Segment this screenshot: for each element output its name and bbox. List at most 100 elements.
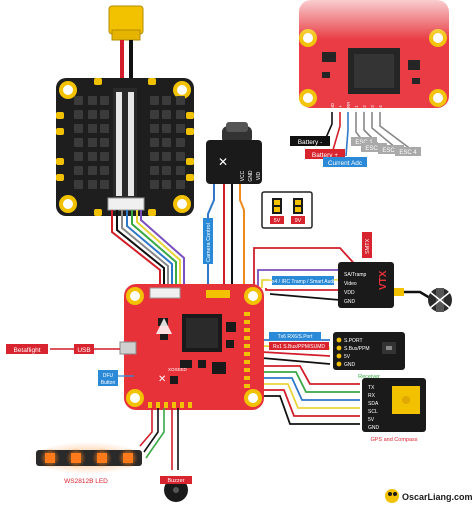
gps-pin-rx: RX	[368, 393, 376, 399]
vtx-pin-vdd: VDD	[344, 290, 355, 296]
top-right-pin-s4: S4	[378, 105, 383, 111]
mosfet-chip	[176, 110, 185, 119]
receiver-pin-sbus: S.Bus/PPM	[344, 346, 370, 352]
top-right-fc-board	[299, 0, 449, 108]
receiver-pin-gnd: GND	[344, 362, 356, 368]
mosfet-chip	[100, 96, 109, 105]
svg-text:ESC 2: ESC 2	[365, 146, 383, 152]
mosfet-chip	[176, 124, 185, 133]
mosfet-chip	[162, 124, 171, 133]
mosfet-chip	[150, 124, 159, 133]
esc4-label: ESC 4	[395, 147, 421, 156]
mosfet-chip	[74, 152, 83, 161]
vtx-header-label: Tx4 / IRC Tramp / Smart Audio	[269, 276, 337, 285]
mosfet-chip	[100, 138, 109, 147]
svg-text:Tx6 RX6/S.Port: Tx6 RX6/S.Port	[278, 334, 313, 340]
svg-text:Button: Button	[101, 380, 116, 386]
mosfet-chip	[150, 180, 159, 189]
mosfet-chip	[74, 166, 83, 175]
mosfet-chip	[88, 124, 97, 133]
mosfet-chip	[100, 110, 109, 119]
mosfet-chip	[162, 110, 171, 119]
betaflight-usb-link: Betaflight USB	[6, 344, 120, 354]
led-caption: WS2812B LED	[64, 478, 108, 485]
fc-logo-x: ✕	[158, 374, 166, 385]
mosfet-chip	[74, 96, 83, 105]
svg-text:Battery +: Battery +	[312, 152, 338, 159]
svg-text:OscarLiang.com: OscarLiang.com	[402, 492, 473, 502]
gps-caption: GPS and Compass	[370, 437, 417, 443]
voltage-5v-label: 5V	[274, 218, 281, 224]
led-4	[123, 453, 133, 463]
top-right-pin-s3: S3	[370, 105, 375, 111]
mosfet-chip	[150, 96, 159, 105]
svg-text:DFU: DFU	[103, 373, 114, 379]
vtx-title: VTX	[378, 270, 389, 290]
fc-usb-port	[119, 341, 137, 355]
mosfet-chip	[176, 180, 185, 189]
mosfet-chip	[162, 138, 171, 147]
usb-label: USB	[77, 347, 90, 354]
camera-logo: ✕	[218, 155, 228, 169]
receiver-pin-sport: S.PORT	[344, 338, 363, 344]
esc2-label: ESC 2	[361, 143, 387, 152]
receiver-header-a: Tx6 RX6/S.Port	[269, 332, 321, 340]
top-right-pin-s1: S1	[354, 105, 359, 111]
receiver-caption: Receiver	[358, 374, 380, 380]
mosfet-chip	[88, 180, 97, 189]
battery-minus-label: Battery -	[290, 136, 330, 146]
svg-text:Camera Control: Camera Control	[206, 223, 212, 262]
betaflight-label: Betaflight	[13, 347, 40, 354]
mosfet-chip	[162, 152, 171, 161]
mosfet-chip	[176, 152, 185, 161]
mosfet-chip	[74, 110, 83, 119]
mosfet-chip	[162, 166, 171, 175]
mosfet-chip	[176, 166, 185, 175]
led-strip	[30, 442, 146, 474]
gps-pin-5v: 5V	[368, 417, 375, 423]
top-right-pin-gnd: GND	[330, 102, 335, 113]
battery-connector	[108, 5, 144, 80]
esc-harness	[111, 210, 185, 288]
mosfet-chip	[88, 110, 97, 119]
svg-text:SMTX: SMTX	[365, 238, 371, 254]
current-adc-label: Current Adc	[323, 157, 367, 167]
receiver-module: S.PORT S.Bus/PPM 5V GND	[333, 332, 405, 370]
mosfet-chip	[74, 180, 83, 189]
mosfet-chip	[100, 166, 109, 175]
mosfet-chip	[74, 138, 83, 147]
mosfet-chip	[162, 96, 171, 105]
dfu-button-label: DFU Button	[98, 370, 134, 386]
svg-text:Rx1 S.Bus/PPM/SUMD: Rx1 S.Bus/PPM/SUMD	[273, 344, 325, 350]
fpv-camera: ✕ VCC GND VID	[206, 122, 262, 184]
battery-plus-label: Battery +	[305, 149, 345, 159]
top-right-pin-curr: CURR	[346, 101, 351, 115]
mosfet-chip	[150, 110, 159, 119]
led-3	[97, 453, 107, 463]
svg-text:ESC 3: ESC 3	[382, 148, 400, 154]
gps-module: TX RX SDA SCL 5V GND	[362, 378, 426, 432]
top-right-pin-v: V+	[338, 105, 343, 111]
gps-wires	[262, 365, 360, 425]
top-right-pin-s2: S2	[362, 105, 367, 111]
camera-control-label: Camera Control	[203, 218, 213, 264]
mosfet-chip	[176, 96, 185, 105]
flight-controller: ✕ XOXEED	[119, 284, 264, 410]
gps-pin-gnd: GND	[368, 425, 380, 431]
gps-pin-sda: SDA	[368, 401, 379, 407]
voltage-9v-label: 9V	[295, 218, 302, 224]
watermark: OscarLiang.com	[385, 489, 473, 503]
esc3-label: ESC 3	[378, 145, 404, 154]
vtx-pin-video: Video	[344, 281, 357, 287]
camera-pin-vid: VID	[256, 171, 262, 180]
esc-board	[56, 78, 194, 216]
svg-text:ESC 4: ESC 4	[399, 150, 417, 156]
mosfet-chip	[100, 152, 109, 161]
gps-pin-scl: SCL	[368, 409, 378, 415]
mosfet-chip	[150, 166, 159, 175]
vtx-antenna	[404, 288, 452, 312]
voltage-select-pads: 5V 9V	[261, 191, 313, 229]
